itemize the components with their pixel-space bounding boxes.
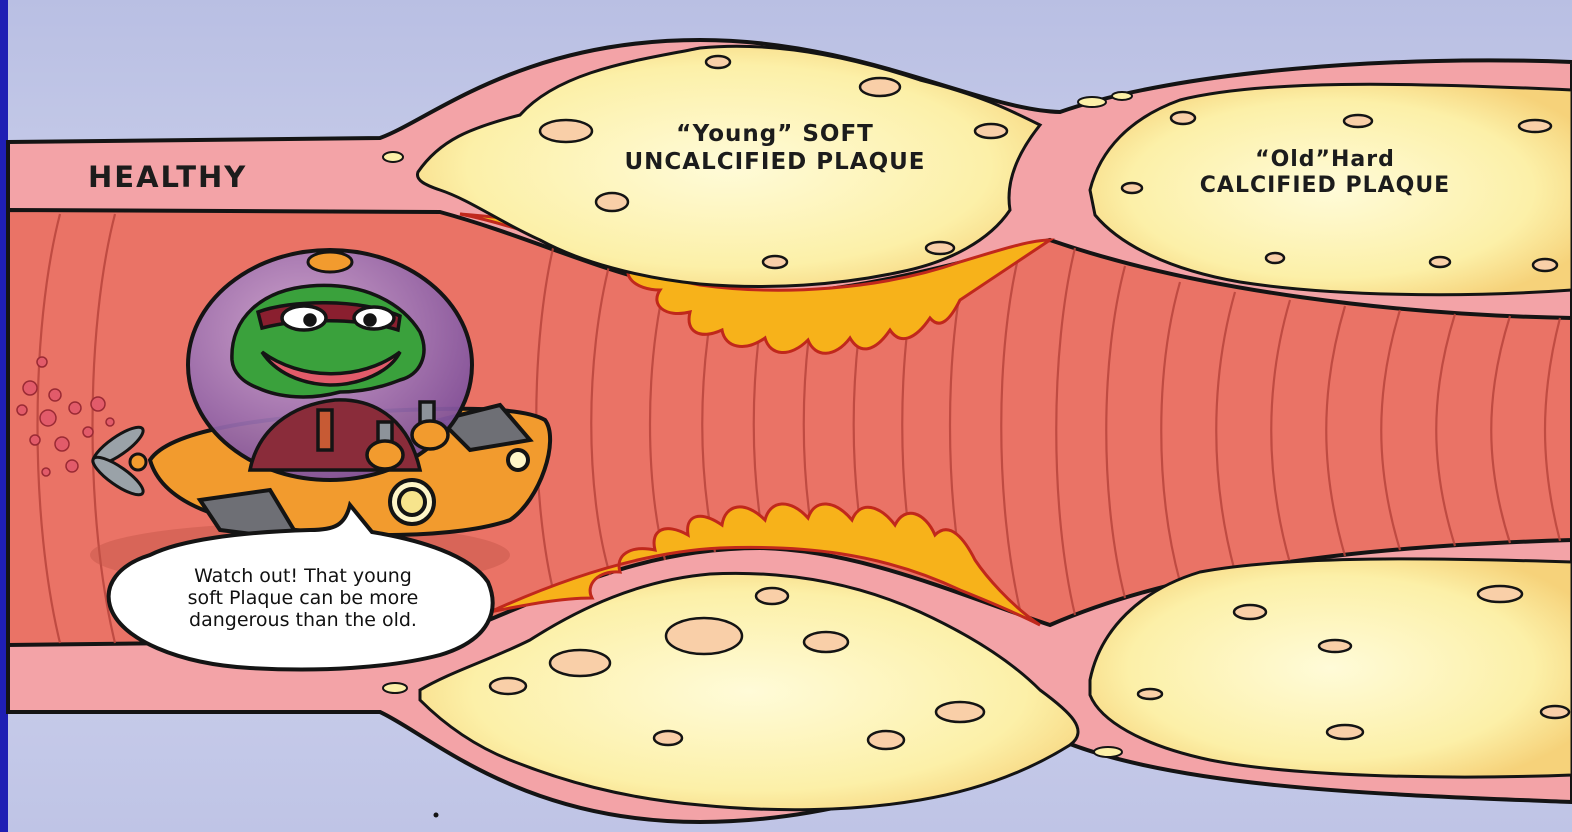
- speech-bubble-line3: dangerous than the old.: [142, 610, 464, 632]
- speech-bubble-line1: Watch out! That young: [142, 566, 464, 588]
- label-old-plaque-line1: “Old”Hard: [1255, 147, 1395, 172]
- speech-bubble-text: Watch out! That young soft Plaque can be…: [142, 566, 464, 632]
- speech-bubble-line2: soft Plaque can be more: [142, 588, 464, 610]
- label-old-plaque-line2: CALCIFIED PLAQUE: [1200, 173, 1450, 198]
- label-young-plaque-line1: “Young” SOFT: [676, 121, 874, 147]
- label-young-soft-plaque: “Young” SOFT UNCALCIFIED PLAQUE: [585, 121, 965, 176]
- label-young-plaque-line2: UNCALCIFIED PLAQUE: [624, 149, 925, 175]
- label-old-hard-plaque: “Old”Hard CALCIFIED PLAQUE: [1160, 147, 1490, 200]
- label-healthy: HEALTHY: [88, 160, 247, 195]
- dome-cap: [308, 252, 352, 272]
- stray-dot: [434, 813, 439, 818]
